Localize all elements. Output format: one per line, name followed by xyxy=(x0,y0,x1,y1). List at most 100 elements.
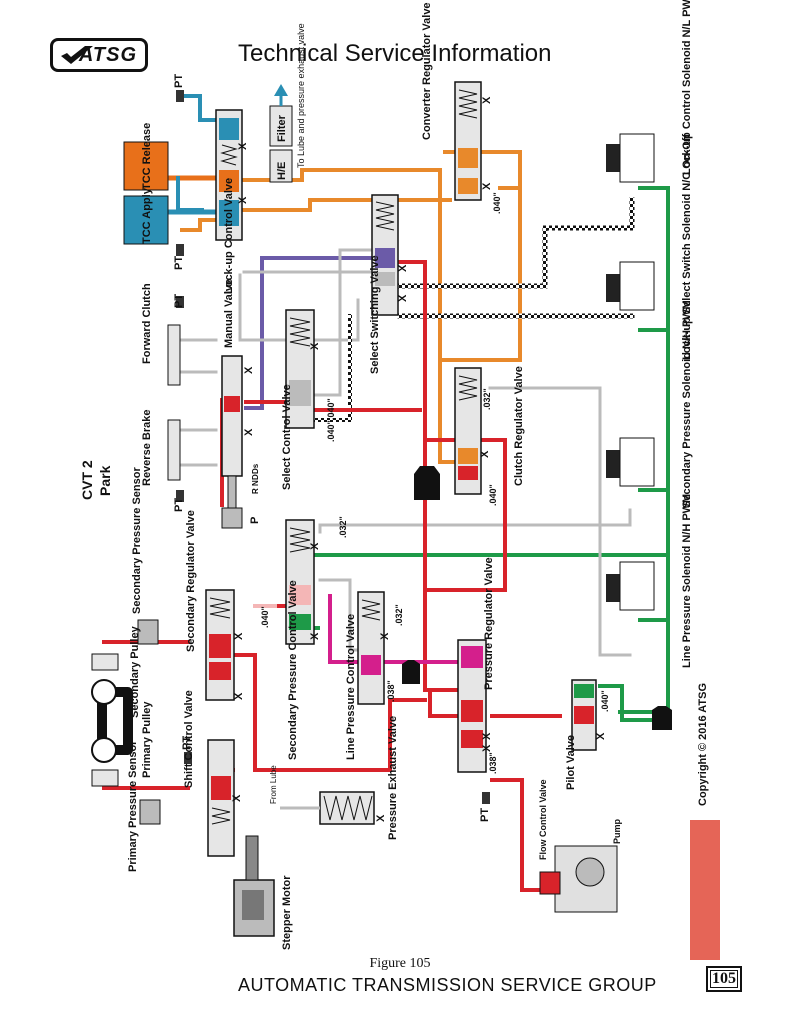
pressure-regulator-valve xyxy=(457,639,487,773)
lockup-control-solenoid-label: Lock-up Control Solenoid N/L PWM xyxy=(681,0,693,175)
orifice-select-2: .040" xyxy=(326,420,336,442)
lockup-select-solenoid-label: Lock-up Select Switch Solenoid N/C On-Of… xyxy=(681,134,693,360)
line-pressure-solenoid-label: Line Pressure Solenoid N/H PWM xyxy=(681,494,693,668)
line-pressure-control-valve xyxy=(357,591,385,705)
converter-regulator-label: Converter Regulator Valve xyxy=(421,2,433,140)
secondary-regulator-valve xyxy=(205,589,235,701)
from-lube-label: From Lube xyxy=(269,765,278,804)
page-number: 105 xyxy=(706,966,742,992)
orifice-select-1: .040" xyxy=(326,398,336,420)
exhaust-mark: X xyxy=(237,196,249,204)
manual-valve-label: Manual Valve xyxy=(223,279,235,348)
exhaust-mark: X xyxy=(397,264,409,272)
line-pressure-solenoid xyxy=(606,561,655,611)
exhaust-mark: X xyxy=(243,366,255,374)
primary-pressure-sensor-label: Primary Pressure Sensor xyxy=(127,740,139,872)
exhaust-mark: X xyxy=(595,732,607,740)
clutch-regulator-label: Clutch Regulator Valve xyxy=(513,366,525,486)
pilot-valve xyxy=(571,679,597,751)
stepper-motor xyxy=(233,835,275,937)
exhaust-mark: X xyxy=(309,632,321,640)
lockup-solenoid-circuit xyxy=(397,197,635,289)
clutch-circuit xyxy=(174,248,632,657)
pt-label-4: PT xyxy=(173,498,185,512)
pt-label-3: PT xyxy=(173,294,185,308)
exhaust-mark: X xyxy=(309,342,321,350)
atsg-logo: ATSG xyxy=(50,38,148,72)
exhaust-mark: X xyxy=(237,142,249,150)
manual-valve xyxy=(221,355,243,529)
exhaust-mark: X xyxy=(233,632,245,640)
pt-label-6: PT xyxy=(479,808,491,822)
to-lube-label: To Lube and pressure exhaust valve xyxy=(296,23,306,168)
he-label: H/E xyxy=(276,162,288,180)
copyright: Copyright © 2016 ATSG xyxy=(697,683,709,806)
secondary-pulley-label: Secondary Pulley xyxy=(129,625,141,718)
filter-label: Filter xyxy=(276,114,288,142)
exhaust-mark: X xyxy=(233,692,245,700)
orifice-converter: .040" xyxy=(492,192,502,214)
forward-clutch-label: Forward Clutch xyxy=(141,283,153,364)
pilot-valve-label: Pilot Valve xyxy=(565,735,577,790)
lockup-select-circuit xyxy=(244,256,380,410)
select-control-label: Select Control Valve xyxy=(281,384,293,490)
pump xyxy=(539,845,618,913)
secondary-pressure-solenoid-label: Secondary Pressure Solenoid N/H PWM xyxy=(681,300,693,508)
select-switching-valve xyxy=(371,194,399,316)
mode-label: CVT 2 xyxy=(79,460,95,500)
exhaust-mark: X xyxy=(379,632,391,640)
mode-sublabel: Park xyxy=(97,465,113,496)
orifice-clutch-1: .032" xyxy=(482,388,492,410)
pressure-exhaust-label: Pressure Exhaust Valve xyxy=(387,716,399,840)
secondary-pressure-control-valve xyxy=(285,519,315,645)
pt-label-1: PT xyxy=(173,74,185,88)
gear-ds: Ds xyxy=(251,463,260,474)
exhaust-mark: X xyxy=(231,794,243,802)
secondary-pressure-sensor-label: Secondary Pressure Sensor xyxy=(131,467,143,614)
lockup-control-valve-label: Lock-up Control Valve xyxy=(223,178,235,294)
orifice-pilot: .040" xyxy=(600,690,610,712)
tcc-orange-line xyxy=(180,218,216,232)
secondary-pressure-control-label: Secondary Pressure Control Valve xyxy=(287,580,299,760)
tcc-blue-line xyxy=(180,94,216,122)
exhaust-mark: X xyxy=(481,744,493,752)
secondary-regulator-label: Secondary Regulator Valve xyxy=(185,510,197,652)
pump-label: Pump xyxy=(612,818,622,844)
select-switching-label: Select Switching Valve xyxy=(369,255,381,374)
lockup-control-valve xyxy=(215,109,243,241)
stepper-motor-label: Stepper Motor xyxy=(281,875,293,950)
secondary-pressure-sensor xyxy=(137,619,159,645)
orifice-clutch-2: .040" xyxy=(488,484,498,506)
gear-n: N xyxy=(251,480,260,486)
pt-label-2: PT xyxy=(173,256,185,270)
shift-control-valve xyxy=(207,739,235,857)
primary-pressure-sensor xyxy=(139,799,161,825)
flow-control-label: Flow Control Valve xyxy=(538,779,548,860)
clutch-regulator-valve xyxy=(454,367,482,495)
tcc-apply-label: TCC Apply xyxy=(141,187,153,244)
pressure-regulator-label: Pressure Regulator Valve xyxy=(483,557,495,690)
lockup-control-solenoid xyxy=(606,133,655,183)
select-control-valve xyxy=(285,309,315,429)
exhaust-mark: X xyxy=(243,428,255,436)
oil-pan xyxy=(690,820,720,960)
checkmark-icon xyxy=(61,46,93,64)
exhaust-mark: X xyxy=(397,294,409,302)
reverse-brake-label: Reverse Brake xyxy=(141,410,153,486)
exhaust-mark: X xyxy=(479,450,491,458)
filter-assembly xyxy=(269,84,293,183)
shift-control-label: Shift Control Valve xyxy=(183,690,195,788)
reverse-brake-piston xyxy=(167,419,181,481)
logo-text: ATSG xyxy=(78,43,137,66)
converter-regulator-valve xyxy=(454,81,482,201)
pt-label-5: PT xyxy=(181,736,193,750)
orifice-line-ctrl-2: .038" xyxy=(386,680,396,702)
exhaust-mark: X xyxy=(375,814,387,822)
gear-r: R xyxy=(251,488,260,494)
tcc-blue-drain xyxy=(176,176,204,212)
accumulator-main xyxy=(414,466,440,500)
orifice-secondary: .032" xyxy=(338,516,348,538)
orifice-line-ctrl: .032" xyxy=(394,604,404,626)
lockup-select-solenoid xyxy=(606,261,655,311)
